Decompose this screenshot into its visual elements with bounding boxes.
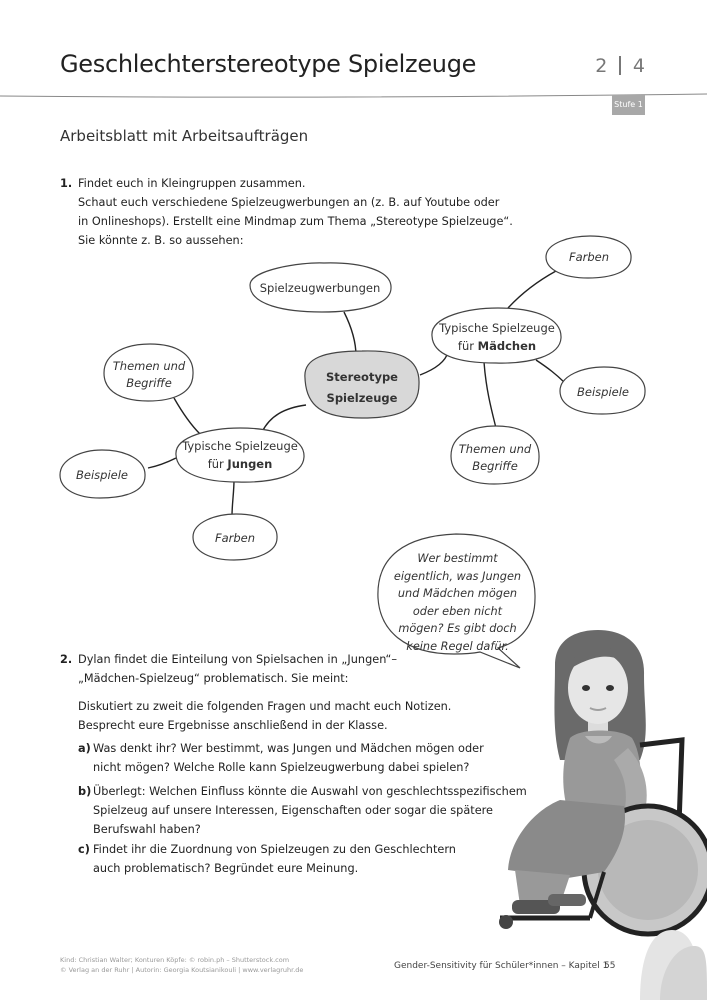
node-themen-left-label-2: Begriffe [126,376,172,390]
worksheet-subtitle: Arbeitsblatt mit Arbeitsaufträgen [60,127,309,145]
node-werbung-shape [249,262,392,313]
girl-wheelchair-illustration [499,630,707,937]
page-counter-divider [619,56,621,75]
node-girls-prefix: für [458,339,478,353]
node-center-label-1: Stereotype [326,370,398,384]
node-werbung-label: Spielzeugwerbungen [260,281,381,295]
node-girls-label-1: Typische Spielzeuge [438,321,555,335]
task-2-item-line: Überlegt: Welchen Einfluss könnte die Au… [93,785,527,798]
page-title: Geschlechterstereotype Spielzeuge [60,50,477,78]
task-2-item-line: Spielzeug auf unsere Interessen, Eigensc… [93,804,493,817]
speech-bubble-shape [377,533,536,669]
task-1: 1. Findet euch in Kleingruppen zusammen.… [60,174,520,250]
task-2-item-a: a) Was denkt ihr? Wer bestimmt, was Jung… [78,739,498,777]
speech-bubble-line: oder eben nicht [412,604,503,618]
task-2-item-c: c) Findet ihr die Zuordnung von Spielzeu… [78,840,498,878]
speech-bubble-line: Wer bestimmt [417,552,498,565]
node-center-label-2: Spielzeuge [327,391,398,405]
speech-bubble-text: Wer bestimmt eigentlich, was Jungen und … [385,550,530,655]
task-1-line: in Onlineshops). Erstellt eine Mindmap z… [78,215,513,228]
task-2-item-line: Findet ihr die Zuordnung von Spielzeugen… [93,843,456,856]
task-2-item-line: auch problematisch? Begründet eure Meinu… [93,862,359,875]
node-boys-label-1: Typische Spielzeuge [181,439,298,453]
footer-book-title: Gender-Sensitivity für Schüler*innen – K… [394,961,609,971]
node-girls-shape [431,307,562,364]
level-badge: Stufe 1 [612,95,645,115]
node-farben-top-label: Farben [569,250,609,264]
page-counter: 2 4 [595,55,645,77]
footer-credits-line: Kind: Christian Walter; Konturen Köpfe: … [60,956,290,964]
connector-farben-bottom [231,479,235,517]
connector-girls [419,351,449,376]
node-farben-bottom-shape [192,513,278,561]
node-farben-bottom-label: Farben [215,531,255,545]
task-2-item-b: b) Überlegt: Welchen Einfluss könnte die… [78,782,527,839]
node-themen-right-label-1: Themen und [459,442,532,456]
task-2-item-label: c) [78,843,90,856]
task-1-line: Findet euch in Kleingruppen zusammen. [78,177,306,190]
connector-boys [261,404,307,433]
task-2-number: 2. [60,653,73,666]
header-rule [0,93,707,98]
page-counter-current: 2 [595,55,608,77]
task-2-item-label: a) [78,742,91,755]
silhouette-decoration [640,930,707,1000]
node-themen-right-label-2: Begriffe [472,459,518,473]
task-2-item-label: b) [78,785,92,798]
speech-bubble-line: und Mädchen mögen [397,587,518,600]
footer-credits: Kind: Christian Walter; Konturen Köpfe: … [60,955,303,975]
task-2-item-line: Was denkt ihr? Wer bestimmt, was Jungen … [93,742,484,755]
speech-bubble-line: eigentlich, was Jungen [393,569,522,583]
task-1-line: Schaut euch verschiedene Spielzeugwerbun… [78,196,500,209]
connector-themen-left [173,397,201,435]
node-center-shape [304,350,420,419]
footer-credits-line: © Verlag an der Ruhr | Autorin: Georgia … [60,966,304,974]
node-farben-top-shape [545,235,632,279]
task-2-item-line: Berufswahl haben? [93,823,201,836]
task-1-line: Sie könnte z. B. so aussehen: [78,234,244,247]
task-1-number: 1. [60,177,73,190]
connector-beispiele-right [535,359,567,385]
connector-themen-right [483,361,497,429]
node-themen-left-shape [103,343,194,402]
connector-farben-top [507,270,557,309]
node-girls-bold: Mädchen [478,339,536,353]
node-beispiele-left-label: Beispiele [76,468,128,482]
page-counter-total: 4 [632,55,645,77]
connector-werbung [343,311,357,357]
node-themen-right-shape [450,425,540,485]
task-2-intro-line: „Mädchen-Spielzeug“ problematisch. Sie m… [78,672,349,685]
task-2-instructions: Diskutiert zu zweit die folgenden Fragen… [78,697,498,735]
task-2-intro-line: Dylan findet die Einteilung von Spielsac… [78,653,398,666]
connector-beispiele-left [147,457,177,469]
task-2: 2. Dylan findet die Einteilung von Spiel… [60,650,500,688]
node-girls-label-2: für Mädchen [458,339,536,353]
node-boys-shape [175,427,305,483]
node-boys-bold: Jungen [226,457,272,471]
node-beispiele-right-shape [559,366,646,415]
task-2-item-line: nicht mögen? Welche Rolle kann Spielzeug… [93,761,470,774]
speech-bubble-line: keine Regel dafür. [406,639,509,653]
task-2-instruction-line: Besprecht eure Ergebnisse anschließend i… [78,719,388,732]
node-boys-prefix: für [208,457,228,471]
node-boys-label-2: für Jungen [208,457,273,471]
node-beispiele-right-label: Beispiele [577,385,629,399]
node-themen-left-label-1: Themen und [113,359,186,373]
speech-bubble-line: mögen? Es gibt doch [398,622,517,635]
footer-page-number: 55 [604,961,616,971]
task-2-instruction-line: Diskutiert zu zweit die folgenden Fragen… [78,700,452,713]
node-beispiele-left-shape [59,449,146,499]
